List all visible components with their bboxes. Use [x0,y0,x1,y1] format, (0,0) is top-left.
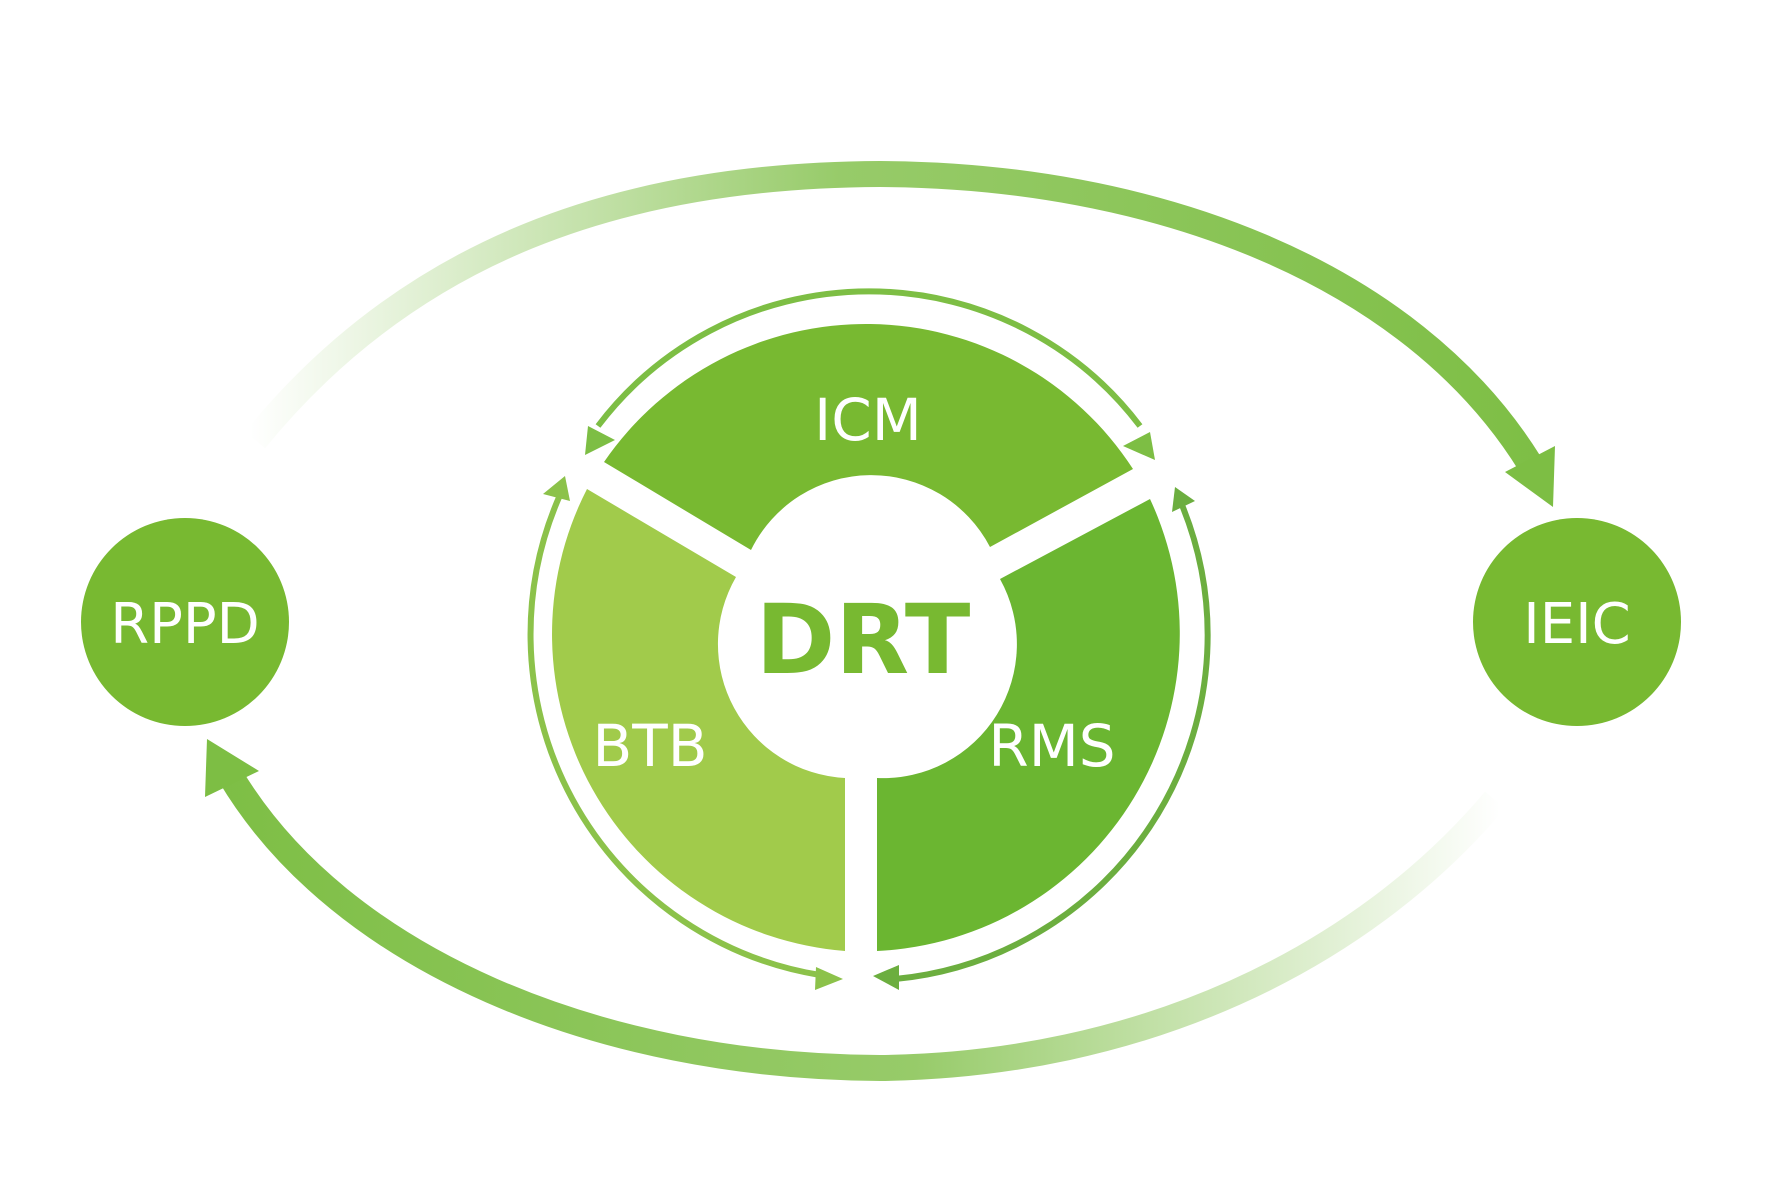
bottom-flow-arrow [218,768,1505,1082]
segment-icm [604,323,1133,550]
node-ieic-label: IEIC [1523,592,1631,657]
segment-btb-label: BTB [592,712,707,780]
segment-rms-label: RMS [988,712,1115,780]
center-label: DRT [756,584,971,696]
segment-icm-label: ICM [814,386,922,454]
ring-arrow-top [585,288,1155,460]
node-rppd: RPPD [81,518,289,726]
segment-rms [877,499,1180,951]
top-flow-arrow [244,160,1542,471]
segment-btb [552,489,845,951]
ring-arrow-right [873,487,1211,990]
bottom-flow-arrowhead [205,739,259,797]
ring-arrow-left [527,476,843,990]
node-rppd-label: RPPD [110,592,260,657]
top-flow-arrowhead [1505,446,1555,507]
node-ieic: IEIC [1473,518,1681,726]
center-hub: DRT [728,500,1004,776]
